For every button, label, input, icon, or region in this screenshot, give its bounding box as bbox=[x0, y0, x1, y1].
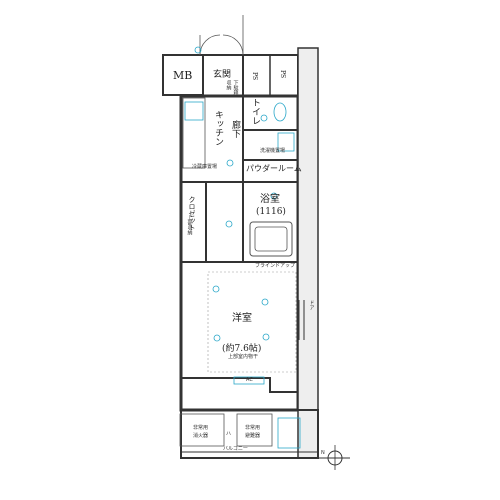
label-hanger: 上部室内物干 bbox=[228, 354, 259, 360]
label-western-size: (約7.6帖) bbox=[222, 344, 262, 354]
label-entrance: 玄関 bbox=[213, 70, 232, 80]
sink bbox=[277, 132, 295, 152]
label-storage: 収納 bbox=[225, 80, 232, 90]
label-shoe-box: 下駄箱 bbox=[232, 80, 239, 95]
label-handle-mark: ハ bbox=[226, 431, 232, 437]
label-ac: AC bbox=[246, 377, 253, 383]
label-fridge: 冷蔵庫置場 bbox=[192, 164, 218, 170]
label-blind: ブラインドアップ bbox=[255, 263, 296, 269]
label-ps-2: PS bbox=[279, 70, 286, 79]
label-toilet: トイレ bbox=[250, 98, 260, 125]
kitchen-counter bbox=[182, 97, 206, 169]
label-balcony-sub-2: 避難器 bbox=[245, 433, 261, 439]
label-bath-size: (1116) bbox=[256, 207, 286, 217]
balcony-area bbox=[179, 409, 319, 459]
outer-walls bbox=[179, 94, 300, 412]
ac-unit bbox=[233, 376, 265, 385]
western-room bbox=[207, 271, 297, 373]
label-kitchen: キッチン bbox=[213, 110, 223, 146]
label-balcony-unit-2: 非常用 bbox=[245, 425, 261, 431]
label-ps: PS bbox=[251, 72, 258, 81]
toilet-bowl bbox=[273, 102, 287, 122]
label-balcony-unit-1: 非常用 bbox=[193, 425, 209, 431]
label-corridor: 廊下 bbox=[230, 120, 240, 138]
compass-north: N bbox=[321, 450, 325, 456]
label-western-room: 洋室 bbox=[232, 313, 252, 324]
label-bath: 浴室 bbox=[260, 194, 280, 205]
label-upper-storage: 上部収納 bbox=[186, 215, 193, 235]
label-powder-room: パウダールーム bbox=[246, 164, 302, 173]
label-closet: クロゼット bbox=[188, 196, 196, 231]
ceiling-fixtures bbox=[194, 46, 278, 342]
label-mb: MB bbox=[173, 69, 193, 82]
label-washer: 洗濯機置場 bbox=[260, 148, 286, 154]
label-balcony-sub-1: 消火器 bbox=[193, 433, 209, 439]
bathtub bbox=[249, 221, 293, 257]
label-balcony: バルコニー bbox=[223, 446, 248, 452]
compass-icon bbox=[318, 445, 350, 470]
label-door: ドア bbox=[308, 300, 315, 310]
right-shaft bbox=[297, 47, 319, 459]
